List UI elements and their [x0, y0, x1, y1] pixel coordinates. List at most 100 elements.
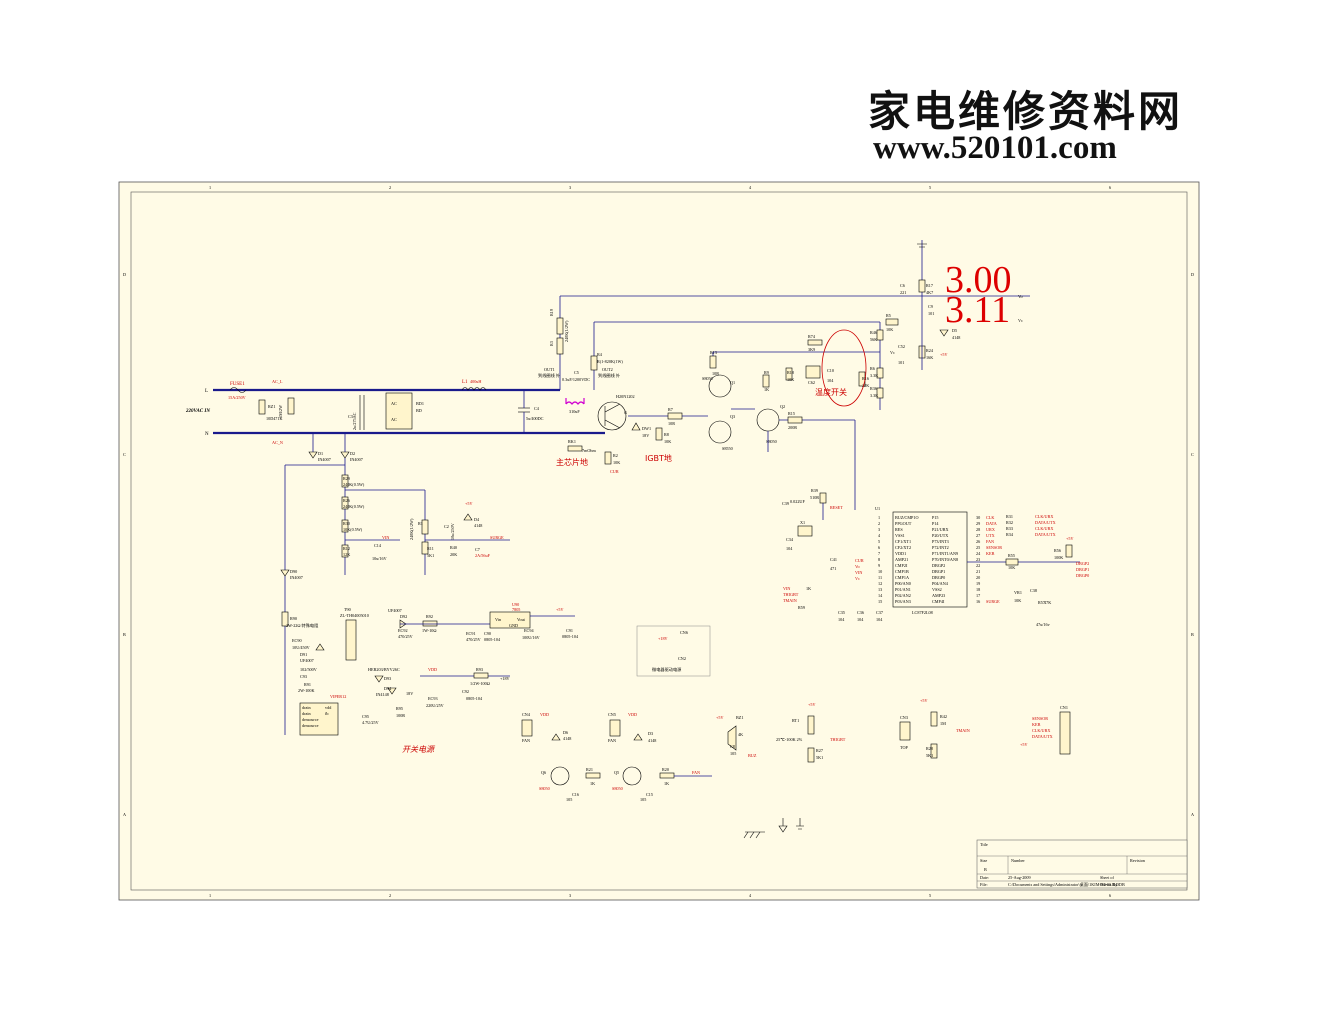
- c41-label: C41: [830, 557, 837, 562]
- col-marker: 5: [929, 185, 931, 190]
- r31-label: R31: [1006, 514, 1013, 519]
- diode-d2: [340, 451, 350, 459]
- mcu-net-right: CLK: [986, 515, 994, 520]
- frame-column-markers: 1 2 3 4 5 6 1 2 3 4 5 6: [209, 185, 1111, 898]
- resistor-r13: [709, 355, 717, 369]
- r40-value: 20K: [450, 552, 457, 557]
- d90-label: D90: [290, 569, 297, 574]
- mcu-pin-number-left: 2: [878, 521, 880, 526]
- diode-d94: [387, 687, 397, 695]
- mcu-pin-number-right: 26: [976, 539, 980, 544]
- cn3-top: TOP: [900, 745, 909, 750]
- mcu-pin-number-left: 15: [878, 599, 882, 604]
- d5-label: D5: [952, 328, 957, 333]
- cn3-label: CN3: [900, 715, 908, 720]
- ground-symbols: [743, 818, 804, 839]
- overlay-value-a: 3.00: [945, 259, 1012, 301]
- mcu-net-right: SENSOR: [986, 545, 1002, 550]
- mcu-net-right: UTX: [986, 533, 995, 538]
- c35-value: 104: [838, 617, 845, 622]
- resistor-r5: [885, 318, 899, 326]
- bz-vcc: +5V: [716, 715, 723, 720]
- r20-value: 1K: [664, 781, 669, 786]
- temp-switch-highlight: [821, 329, 867, 407]
- vo-net: Vo: [1018, 294, 1023, 299]
- connector-cn4: [521, 719, 533, 737]
- inductor-value: 400uH: [470, 379, 481, 384]
- mcu-pin-left: P02/AN2: [895, 593, 911, 598]
- cn6-vcc: +18V: [658, 636, 668, 641]
- mcu-net-right: KEB: [986, 551, 995, 556]
- vr1-value: 10K: [1014, 598, 1021, 603]
- ec94-label: EC94: [524, 628, 534, 633]
- r57-label: R57: [1038, 600, 1045, 605]
- cn1-net-4: DATA/UTX: [1032, 734, 1053, 739]
- fan-net: FAN: [692, 770, 700, 775]
- d1-label: D1: [318, 451, 323, 456]
- bleeder-value: 1M/2W: [278, 405, 283, 418]
- reset-net: RESET: [830, 505, 843, 510]
- t90-value: ZL-TH04005010: [340, 613, 369, 618]
- r19-label: R19: [549, 309, 554, 316]
- r27-label: R27: [816, 748, 823, 753]
- fuse-symbol: [229, 387, 247, 393]
- r28-value: 5K1: [926, 753, 933, 758]
- col-marker: 2: [389, 893, 391, 898]
- r5-label: R5: [886, 313, 891, 318]
- dbgp2-net: DBGP2: [1076, 561, 1089, 566]
- c7-value: 2A/56uF: [475, 553, 491, 558]
- cn6-box: [636, 625, 711, 677]
- r36-value: 3.3K: [870, 393, 878, 398]
- bz1-label: BZ1: [736, 715, 743, 720]
- out2-note: 到线圈线 外: [598, 372, 621, 379]
- bz1-value: 4K: [738, 732, 743, 737]
- mcu-pin-number-right: 30: [976, 515, 980, 520]
- resistor-r29: [341, 474, 349, 488]
- r17-value: 4K7: [926, 290, 933, 295]
- connectors-section: CN6 +18V CN2 微电器驱动电源 CN4 FAN VDD D6 4148…: [521, 625, 1071, 839]
- mcu-section: U1 LC87F2L08 BUZ/CMP1O1PPGOUT2RES3VSS14C…: [782, 488, 1089, 627]
- d4-value: 4148: [474, 523, 482, 528]
- c16-label: C16: [572, 792, 579, 797]
- c7-label: C7: [475, 547, 480, 552]
- r6-label: R6: [870, 366, 875, 371]
- r28-label: R28: [926, 746, 933, 751]
- r11-value: 5K1: [427, 553, 434, 558]
- zener-dw1: [631, 422, 641, 431]
- c9-value: 101: [928, 311, 934, 316]
- resistor-r18: [785, 367, 793, 381]
- resistor-r42: [930, 711, 938, 727]
- rk1-label: RK1: [568, 439, 576, 444]
- c36-label: C36: [857, 610, 864, 615]
- dw1-label: DW1: [642, 426, 651, 431]
- c6-label: C6: [900, 283, 905, 288]
- reg-label: U90: [512, 602, 519, 607]
- cn6-label: CN6: [680, 630, 688, 635]
- ec92-label: EC92: [398, 628, 408, 633]
- resistor-r3: [556, 337, 564, 355]
- resistor-r19: [556, 317, 564, 335]
- r4-value: R(1-820K(1W): [597, 359, 623, 364]
- r19-value: 240K(1/2W): [564, 320, 569, 342]
- mcu-pin-left: P01/AN1: [895, 587, 911, 592]
- smps-5v: +5V: [556, 607, 563, 612]
- buz-net: BUZ: [748, 753, 757, 758]
- mcu-pin-number-right: 27: [976, 533, 980, 538]
- resistor-r12: [341, 544, 349, 558]
- shunt-rk1: [567, 445, 583, 452]
- c95-label: C95: [362, 714, 369, 719]
- resistor-r11: [421, 541, 429, 555]
- r18-label: R18: [787, 370, 794, 375]
- r27-value: 5K1: [816, 755, 823, 760]
- mcu-pin-left: CMP1A: [895, 575, 909, 580]
- data-utx-net: DATA/UTX: [1035, 520, 1056, 525]
- c37-label: C37: [876, 610, 883, 615]
- ic-pin-3: drnsource: [302, 717, 319, 722]
- c91-value: 0805-104: [562, 634, 579, 639]
- r1-value: 240K(1/2W): [409, 518, 414, 540]
- d6-label: D6: [563, 730, 568, 735]
- r5-value: 10K: [886, 327, 893, 332]
- c16-value: 105: [566, 797, 572, 802]
- r30-label: R30: [343, 521, 350, 526]
- r6-value: 3.3K: [870, 373, 878, 378]
